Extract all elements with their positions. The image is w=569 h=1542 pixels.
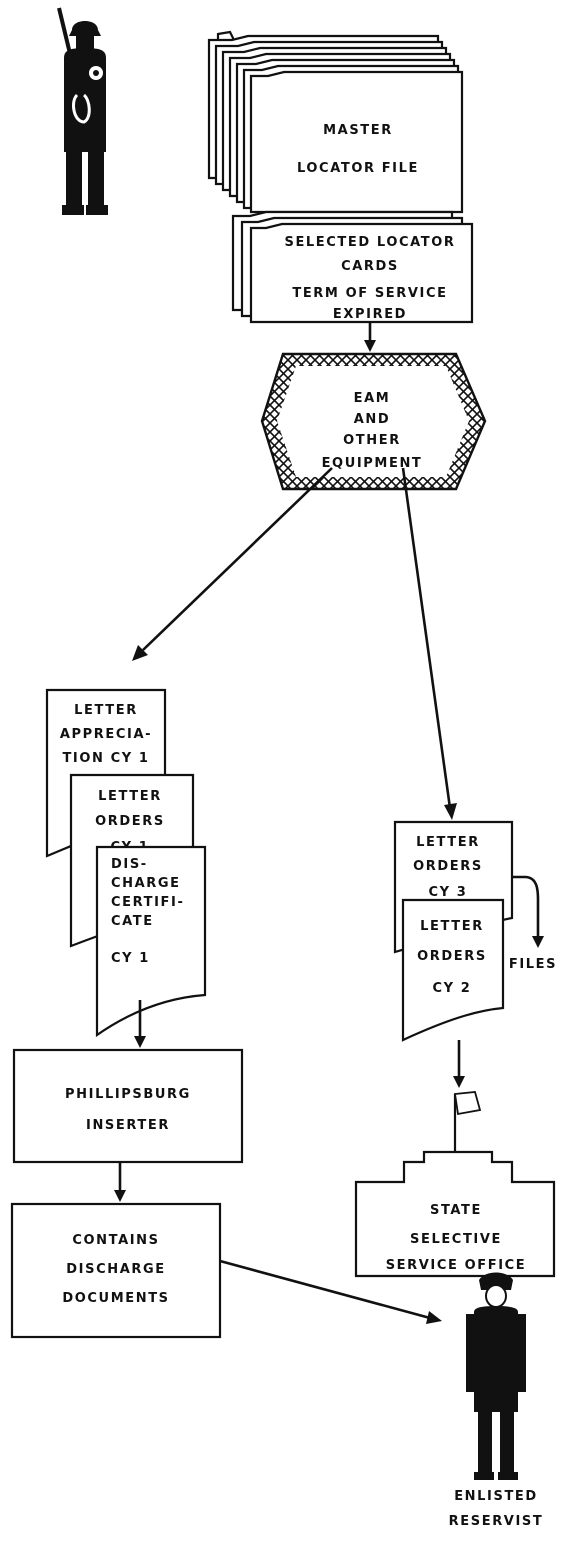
reservist-figure <box>466 1272 526 1480</box>
master-locator-file: MASTER LOCATOR FILE <box>207 30 464 214</box>
letter-appreciation-label-1: LETTER <box>74 703 138 718</box>
letter-appreciation-label-2: APPRECIA- <box>60 727 152 742</box>
letter-orders-cy2-label-1: LETTER <box>420 919 484 934</box>
letter-orders-cy3-label-1: LETTER <box>416 835 480 850</box>
selected-cards-label-4: EXPIRED <box>333 307 407 322</box>
arrow-equipment-to-right <box>401 467 452 809</box>
equipment-label-1: EAM <box>354 391 391 406</box>
letter-orders-cy3-label-2: ORDERS <box>413 859 483 874</box>
letter-appreciation-label-3: TION CY 1 <box>62 751 149 766</box>
discharge-documents-envelope: CONTAINS DISCHARGE DOCUMENTS <box>10 1202 222 1339</box>
selected-cards-label-1: SELECTED LOCATOR <box>284 235 455 250</box>
arrow-equipment-to-left <box>142 467 333 651</box>
letter-orders-cy1-label-2: ORDERS <box>95 814 165 829</box>
letter-orders-cy2-doc: LETTER ORDERS CY 2 <box>401 898 505 1042</box>
equipment-label-4: EQUIPMENT <box>322 456 423 471</box>
envelope-label-3: DOCUMENTS <box>62 1291 169 1306</box>
letter-orders-cy1-label-1: LETTER <box>98 789 162 804</box>
inserter-label-2: INSERTER <box>86 1118 170 1133</box>
soldier-figure <box>57 7 108 215</box>
letter-orders-cy2-label-2: ORDERS <box>417 949 487 964</box>
equipment-label-3: OTHER <box>343 433 401 448</box>
master-file-label-1: MASTER <box>323 123 393 138</box>
letter-orders-cy3-label-3: CY 3 <box>429 885 468 900</box>
selected-locator-cards: SELECTED LOCATOR CARDS TERM OF SERVICE E… <box>231 210 474 324</box>
files-label: FILES <box>509 957 557 972</box>
discharge-certificate-doc: DIS- CHARGE CERTIFI- CATE CY 1 <box>95 845 207 1038</box>
arrow-envelope-to-reservist <box>219 1259 431 1320</box>
letter-orders-cy2-label-3: CY 2 <box>433 981 472 996</box>
state-office-label-3: SERVICE OFFICE <box>386 1258 527 1273</box>
envelope-label-1: CONTAINS <box>72 1233 159 1248</box>
equipment-label-2: AND <box>354 412 391 427</box>
discharge-cert-label-4: CATE <box>111 914 154 929</box>
selected-cards-label-2: CARDS <box>341 259 399 274</box>
selected-cards-label-3: TERM OF SERVICE <box>292 286 447 301</box>
state-office-label-2: SELECTIVE <box>410 1232 502 1247</box>
state-office-label-1: STATE <box>430 1203 482 1218</box>
discharge-cert-label-1: DIS- <box>111 857 148 872</box>
inserter-label-1: PHILLIPSBURG <box>65 1087 191 1102</box>
reservist-label-1: ENLISTED <box>454 1489 538 1504</box>
envelope-label-2: DISCHARGE <box>66 1262 165 1277</box>
discharge-cert-label-3: CERTIFI- <box>111 895 184 910</box>
arrow-cy3-to-files <box>512 875 540 938</box>
master-file-label-2: LOCATOR FILE <box>297 161 419 176</box>
eam-equipment: EAM AND OTHER EQUIPMENT <box>260 352 487 491</box>
phillipsburg-inserter: PHILLIPSBURG INSERTER <box>12 1048 244 1164</box>
reservist-label-2: RESERVIST <box>449 1514 544 1529</box>
discharge-cert-label-5: CY 1 <box>111 951 150 966</box>
discharge-cert-label-2: CHARGE <box>111 876 181 891</box>
state-selective-service-office: STATE SELECTIVE SERVICE OFFICE <box>354 1091 556 1278</box>
